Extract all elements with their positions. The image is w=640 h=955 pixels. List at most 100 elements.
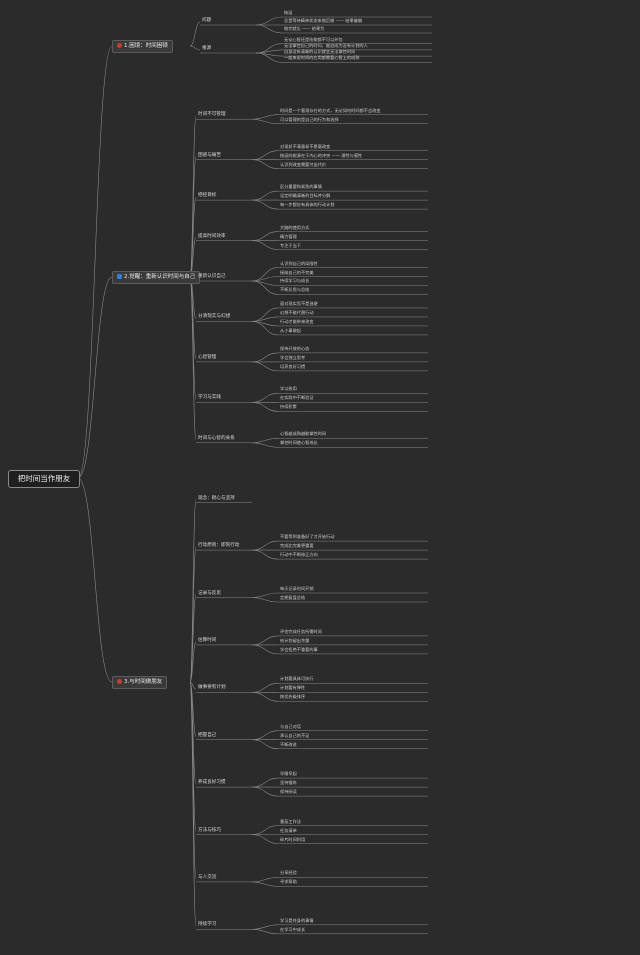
item-connector: [255, 52, 283, 63]
leaf-item-label[interactable]: 不断改进: [280, 741, 297, 747]
leaf-item-label[interactable]: 行动才能带来改变: [280, 318, 314, 324]
leaf-item-label[interactable]: 面对现实而不是逃避: [280, 300, 318, 306]
subtopic-label[interactable]: 行动原则：即刻行动: [198, 543, 240, 549]
leaf-item-label[interactable]: 任务清单: [280, 827, 297, 833]
leaf-item-label[interactable]: 培养良好习惯: [280, 363, 306, 369]
subtopic-label[interactable]: 根源: [202, 46, 212, 51]
leaf-item-label[interactable]: 拖延的根源在于内心的冲突 —— 理性与感性: [280, 152, 363, 158]
main-topic-label: 2.觉醒：重新认识时间与自己: [124, 274, 196, 280]
leaf-item-label[interactable]: 在实践中不断验证: [280, 395, 314, 401]
leaf-item-label[interactable]: 每一步都应有具体的行动计划: [280, 202, 335, 208]
topic-connector: [189, 499, 197, 683]
leaf-item-label[interactable]: 不断反思与总结: [280, 287, 310, 293]
subtopic-label[interactable]: 时间与心智的关系: [198, 435, 235, 441]
leaf-item-label[interactable]: 掌控时间使心智成长: [280, 440, 318, 446]
subtopic-label[interactable]: 重新认识自己: [198, 274, 226, 279]
leaf-item-label[interactable]: 坚持锻炼: [280, 780, 297, 786]
subtopic-label[interactable]: 提高时间效率: [198, 233, 226, 239]
leaf-item-label[interactable]: 与自己对话: [280, 723, 301, 729]
leaf-item-label[interactable]: 按优先级排序: [280, 694, 306, 700]
leaf-item-label[interactable]: 大脑的使用方式: [280, 224, 310, 230]
leaf-item-label[interactable]: 持续学习与成长: [280, 278, 310, 284]
leaf-item-label[interactable]: 完成比完美更重要: [280, 543, 314, 549]
leaf-item-label[interactable]: 保持开放的心态: [280, 345, 310, 351]
leaf-item-label[interactable]: 早睡早起: [280, 771, 297, 777]
subtopic-label[interactable]: 养成良好习惯: [198, 780, 226, 786]
leaf-item-label[interactable]: 区分重要和紧急的事情: [280, 184, 322, 190]
item-connector: [251, 393, 279, 403]
item-connector: [251, 159, 279, 169]
subtopic-label[interactable]: 观念：耐心与坚持: [198, 495, 235, 501]
item-connector: [251, 114, 279, 120]
leaf-item-label[interactable]: 番茄工作法: [280, 818, 301, 824]
leaf-item-label[interactable]: 计划要具体可执行: [280, 676, 314, 682]
main-topic-label: 3.与时间做朋友: [124, 679, 163, 685]
leaf-item-label[interactable]: 在学习中成长: [280, 926, 306, 932]
topic-connector: [189, 45, 201, 51]
subtopic-label[interactable]: 问题: [202, 18, 212, 23]
leaf-item-label[interactable]: 时间是一个客观存在的方式，无论如何时间都不会改变: [280, 107, 381, 113]
leaf-item-label[interactable]: 学会独立思考: [280, 354, 306, 360]
leaf-item-label[interactable]: 学习是终身的事情: [280, 917, 314, 923]
leaf-item-label[interactable]: 给计划留出余量: [280, 637, 310, 643]
leaf-item-label[interactable]: 幻想不能代替行动: [280, 309, 314, 315]
item-connector: [251, 437, 279, 444]
item-connector: [251, 877, 279, 883]
leaf-item-label[interactable]: 自身没有清晰的认识就会无法掌控时间: [284, 49, 356, 55]
leaf-item-label[interactable]: 可以管理的是自己的行为和选择: [280, 116, 339, 122]
leaf-item-label[interactable]: 精力管理: [280, 233, 297, 239]
leaf-item-label[interactable]: 学会拒绝不重要的事: [280, 646, 318, 652]
subtopic-label[interactable]: 把握自己: [198, 732, 217, 738]
blue-square-icon: [117, 273, 122, 279]
leaf-item-label[interactable]: 评估完成任务所需时间: [280, 628, 322, 634]
leaf-item-label[interactable]: 计划要有弹性: [280, 685, 306, 691]
item-connector: [251, 924, 279, 930]
leaf-item-label[interactable]: 持续积累: [280, 404, 297, 410]
leaf-item-label[interactable]: 对现状不满意却不愿意改变: [280, 143, 331, 149]
subtopic-label[interactable]: 困惑与痛苦: [198, 152, 221, 158]
leaf-item-label[interactable]: 定期复盘总结: [280, 595, 306, 600]
leaf-item-label[interactable]: 无法掌控自己的时间，被迫成为没有计划的人: [284, 42, 368, 48]
subtopic-label[interactable]: 持续学习: [198, 922, 217, 928]
subtopic-label[interactable]: 方法与技巧: [198, 827, 221, 833]
leaf-item-label[interactable]: 拖延: [284, 10, 293, 15]
leaf-item-label[interactable]: 不要等到准备好了才开始行动: [280, 534, 335, 540]
subtopic-label[interactable]: 做事要有计划: [198, 685, 226, 691]
topic-connector: [189, 681, 197, 690]
leaf-item-label[interactable]: 接纳自己的不完美: [280, 269, 314, 275]
subtopic-label[interactable]: 时间不可管理: [198, 112, 226, 118]
subtopic-label[interactable]: 与人交流: [198, 874, 217, 880]
main-topic[interactable]: 2.觉醒：重新认识时间与自己: [112, 271, 201, 284]
subtopic-label[interactable]: 记录与反思: [198, 590, 221, 596]
leaf-item-label[interactable]: 学以致用: [280, 386, 297, 392]
leaf-item-label[interactable]: 寻求帮助: [280, 879, 297, 885]
leaf-item-label[interactable]: 一般来说时间的应用都需要心智上的成熟: [284, 55, 360, 61]
item-connector: [251, 118, 279, 125]
subtopic-label[interactable]: 估算时间: [198, 637, 217, 643]
leaf-item-label[interactable]: 认识到改变需要付出代价: [280, 161, 327, 167]
main-topic[interactable]: 3.与时间做朋友: [112, 676, 168, 689]
branch-connector: [77, 276, 113, 479]
leaf-item-label[interactable]: 设定明确清晰的目标并分解: [280, 193, 331, 199]
leaf-item-label[interactable]: 认识到自己的局限性: [280, 260, 318, 266]
subtopic-label[interactable]: 分清现实与幻想: [198, 314, 231, 320]
leaf-item-label[interactable]: 分享经验: [280, 870, 297, 876]
subtopic-label[interactable]: 心智管理: [198, 354, 217, 360]
root-topic[interactable]: 把时间当作朋友: [8, 470, 80, 488]
main-topic[interactable]: 1.困境：时间困顿: [112, 40, 173, 53]
leaf-item-label[interactable]: 碎片时间利用: [280, 836, 306, 842]
leaf-item-label[interactable]: 无论心智还是技能都不可以外包: [284, 36, 343, 42]
leaf-item-label[interactable]: 专注于当下: [280, 242, 301, 248]
leaf-item-label[interactable]: 做完就忘 —— 结果为: [284, 26, 325, 31]
leaf-item-label[interactable]: 从小事做起: [280, 327, 301, 333]
topic-connector: [189, 115, 197, 278]
leaf-item-label[interactable]: 承认自己的不足: [280, 732, 310, 738]
leaf-item-label[interactable]: 总是等待精神状态来临后做 —— 结果偏偏: [284, 18, 363, 23]
subtopic-label[interactable]: 学习与实践: [198, 395, 221, 401]
leaf-item-label[interactable]: 行动中不断修正方向: [280, 552, 318, 558]
leaf-item-label[interactable]: 保持阅读: [280, 789, 297, 795]
leaf-item-label[interactable]: 每天记录时间开销: [280, 586, 314, 591]
subtopic-label[interactable]: 把控目标: [198, 193, 217, 199]
leaf-item-label[interactable]: 心智越成熟越能掌控时间: [280, 431, 327, 437]
